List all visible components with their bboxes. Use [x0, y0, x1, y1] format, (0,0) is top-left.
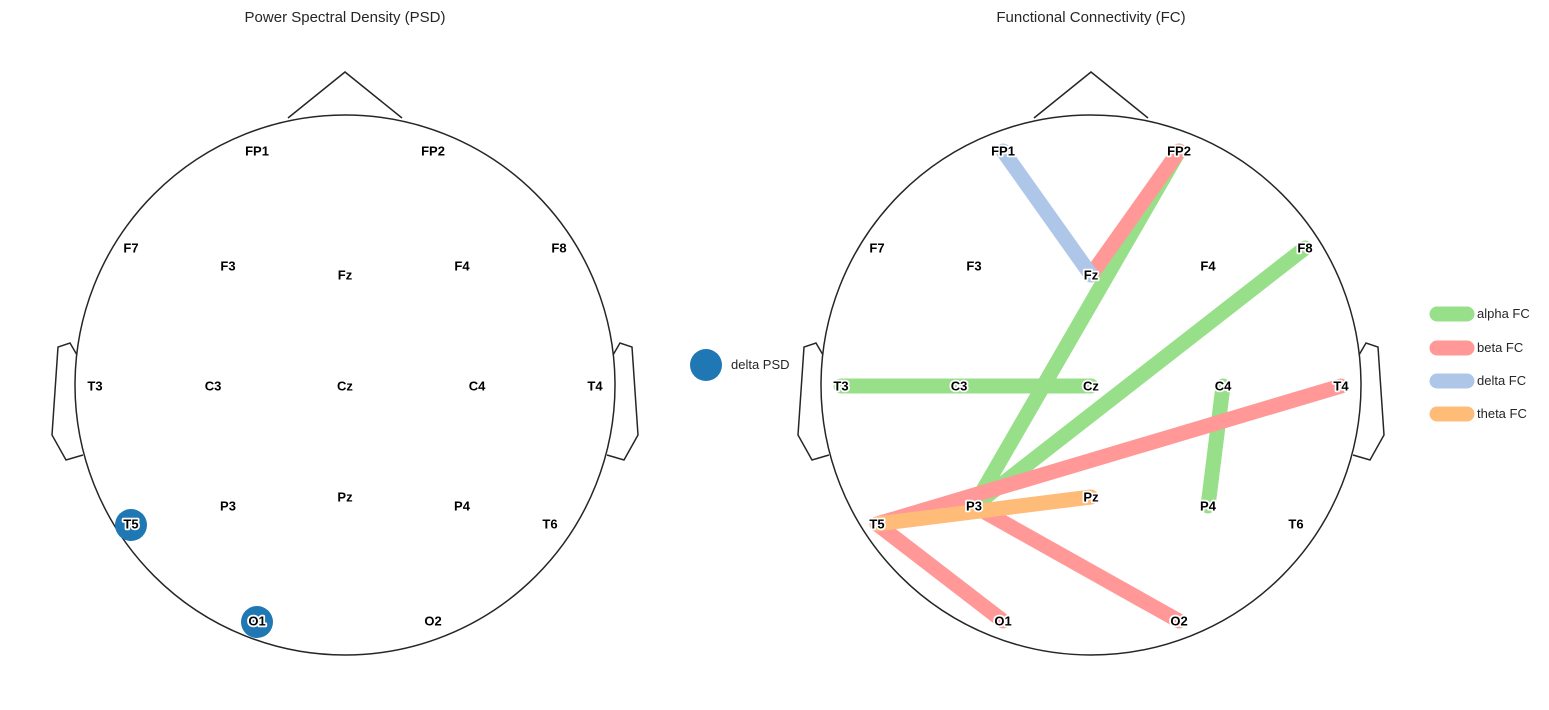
- fc-electrode-f8: F8: [1297, 241, 1312, 256]
- psd-electrode-p4: P4: [454, 499, 471, 514]
- fc-electrode-p4: P4: [1200, 499, 1217, 514]
- fc-nose: [1033, 71, 1149, 119]
- psd-electrode-c4: C4: [469, 379, 486, 394]
- fc-connection-beta-fz-fp2: [1083, 143, 1187, 283]
- fc-electrode-fz: Fz: [1084, 268, 1099, 283]
- psd-left-ear: [51, 342, 84, 461]
- fc-panel-title: Functional Connectivity (FC): [996, 9, 1185, 26]
- fc-right-ear: [1352, 342, 1385, 461]
- fc-electrode-t3: T3: [833, 379, 848, 394]
- psd-electrode-fz: Fz: [338, 268, 353, 283]
- fc-electrode-t5: T5: [869, 517, 884, 532]
- psd-electrode-cz: Cz: [337, 379, 353, 394]
- fc-electrode-p3: P3: [966, 499, 982, 514]
- fc-connection-alpha-p3-f8: [966, 240, 1313, 514]
- fc-electrode-pz: Pz: [1083, 490, 1099, 505]
- fc-connection-alpha-c4-p4: [1200, 378, 1231, 514]
- psd-right-ear: [606, 342, 639, 461]
- fc-electrode-fp2: FP2: [1167, 144, 1191, 159]
- psd-electrode-pz: Pz: [337, 490, 353, 505]
- fc-electrode-f4: F4: [1200, 259, 1216, 274]
- psd-electrode-t3: T3: [87, 379, 102, 394]
- fc-connection-beta-p3-o2: [966, 498, 1187, 629]
- psd-electrode-c3: C3: [205, 379, 222, 394]
- fc-electrode-fp1: FP1: [991, 144, 1015, 159]
- psd-nose: [287, 71, 403, 119]
- fc-legend: alpha FC beta FC delta FC theta FC: [1429, 306, 1530, 422]
- fc-electrode-t6: T6: [1288, 517, 1303, 532]
- psd-electrode-o1: O1: [248, 614, 265, 629]
- psd-electrode-fp1: FP1: [245, 144, 269, 159]
- fc-legend-label-delta: delta FC: [1477, 373, 1526, 388]
- fc-legend-label-theta: theta FC: [1477, 406, 1527, 421]
- fc-electrode-f7: F7: [869, 241, 884, 256]
- fc-electrode-c4: C4: [1215, 379, 1232, 394]
- psd-electrode-f4: F4: [454, 259, 470, 274]
- fc-head-circle: [820, 114, 1362, 656]
- psd-electrode-t5: T5: [123, 517, 138, 532]
- fc-connection-beta-t5-o1: [869, 516, 1011, 629]
- fc-head-outline: [797, 71, 1385, 656]
- fc-connection-theta-t5-pz: [869, 489, 1099, 532]
- psd-panel-title: Power Spectral Density (PSD): [245, 9, 446, 26]
- psd-head-outline: [51, 71, 639, 656]
- psd-marker-t5: [115, 509, 147, 541]
- psd-electrode-t4: T4: [587, 379, 603, 394]
- fc-electrode-f3: F3: [966, 259, 981, 274]
- fc-connections: [833, 143, 1349, 629]
- psd-electrode-o2: O2: [424, 614, 441, 629]
- psd-marker-o1: [241, 606, 273, 638]
- psd-electrode-f3: F3: [220, 259, 235, 274]
- fc-electrode-cz: Cz: [1083, 379, 1099, 394]
- psd-legend-label: delta PSD: [731, 357, 790, 372]
- psd-electrode-f7: F7: [123, 241, 138, 256]
- psd-legend: delta PSD: [690, 349, 790, 381]
- psd-electrode-p3: P3: [220, 499, 236, 514]
- fc-left-ear: [797, 342, 830, 461]
- fc-electrode-c3: C3: [951, 379, 968, 394]
- psd-electrode-fp2: FP2: [421, 144, 445, 159]
- fc-legend-label-alpha: alpha FC: [1477, 306, 1530, 321]
- fc-electrode-t4: T4: [1333, 379, 1349, 394]
- fc-electrode-o1: O1: [994, 614, 1011, 629]
- psd-markers: [115, 509, 273, 638]
- psd-electrode-t6: T6: [542, 517, 557, 532]
- fc-electrode-o2: O2: [1170, 614, 1187, 629]
- fc-legend-label-beta: beta FC: [1477, 340, 1523, 355]
- psd-electrode-f8: F8: [551, 241, 566, 256]
- fc-connection-delta-fp1-fz: [995, 143, 1099, 283]
- fc-connection-beta-t5-t4: [869, 378, 1349, 532]
- psd-legend-swatch: [690, 349, 722, 381]
- psd-head-circle: [74, 114, 616, 656]
